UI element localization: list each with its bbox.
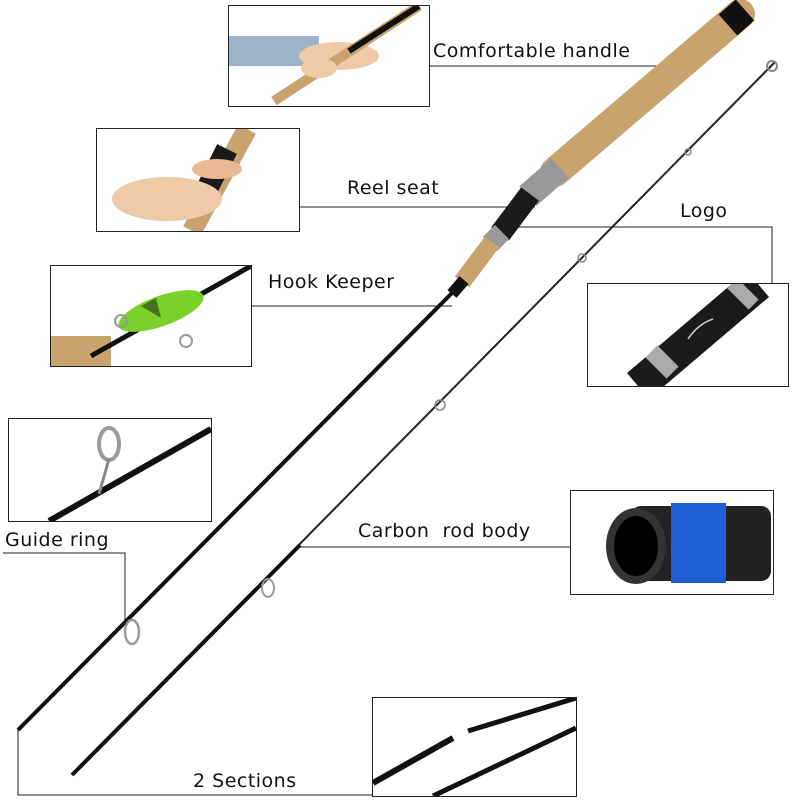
label-hook-keeper: Hook Keeper [268, 271, 395, 293]
inset-logo-photo [587, 283, 789, 387]
label-2-sections: 2 Sections [193, 770, 297, 792]
guide-ring-icon [123, 618, 141, 646]
fore-grip [454, 236, 500, 288]
sections-connector [17, 730, 372, 796]
label-carbon-rod-body: Carbon rod body [358, 520, 531, 542]
rod-butt-section [16, 0, 755, 732]
reel-seat [491, 187, 539, 241]
inset-reel-seat-photo [96, 128, 300, 232]
guide-icon [577, 253, 587, 263]
logo-connector [515, 226, 773, 283]
guide-icon [434, 399, 446, 411]
reel-seat-hood [519, 158, 569, 206]
guide-ring-connector [3, 552, 126, 625]
inset-hook-keeper-photo [50, 265, 252, 367]
inset-sections-photo [372, 697, 577, 797]
guide-icon [684, 148, 692, 156]
label-logo: Logo [680, 200, 728, 222]
connector-lines [3, 65, 773, 796]
tip-guide-icon [766, 60, 778, 72]
inset-guide-ring-photo [8, 418, 212, 522]
label-comfortable-handle: Comfortable handle [433, 40, 631, 62]
rod-tip-section [70, 60, 778, 777]
label-reel-seat: Reel seat [347, 177, 440, 199]
cork-handle [540, 0, 755, 187]
guide-icon [261, 578, 275, 598]
inset-handle-photo [228, 5, 430, 107]
label-guide-ring: Guide ring [5, 529, 110, 551]
inset-carbon-body-photo [570, 490, 774, 595]
